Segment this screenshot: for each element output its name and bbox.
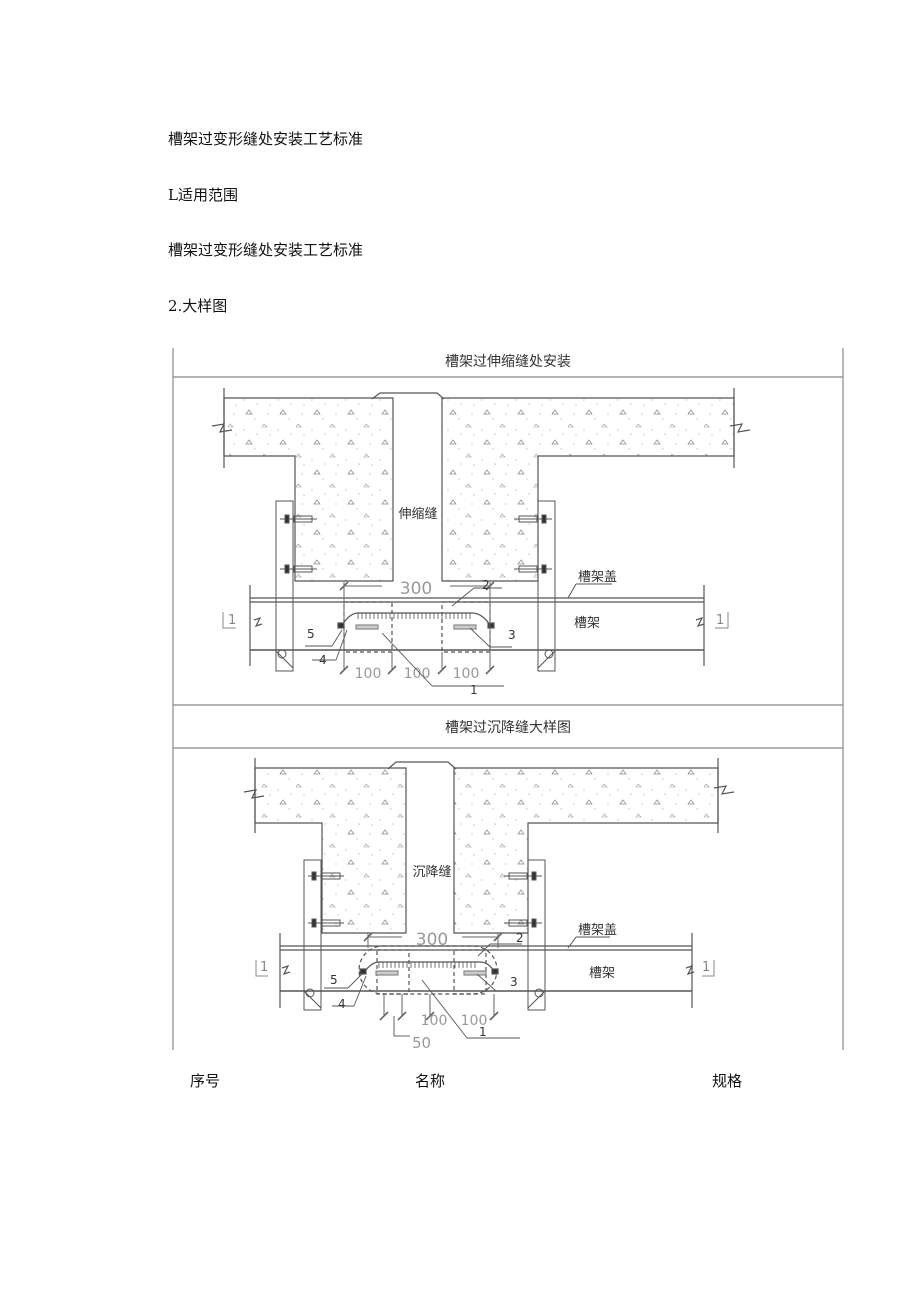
panel2-dim-1: 100 [421, 1013, 448, 1029]
panel1-callout-4: 4 [319, 653, 327, 667]
panel1-title: 槽架过伸缩缝处安装 [445, 354, 571, 370]
panel1-dim-1: 100 [355, 666, 382, 682]
drawing-frame [172, 348, 844, 1050]
panel1-callout-2: 2 [482, 578, 490, 592]
scope-text: 槽架过变形缝处安装工艺标准 [168, 241, 364, 259]
panel1-cover-label: 槽架盖 [578, 570, 617, 585]
panel2-callout-5: 5 [330, 973, 338, 987]
panel2-dim-overall: 300 [416, 930, 448, 950]
panel1-tray-label: 槽架 [574, 616, 600, 631]
panel2-cover-label: 槽架盖 [578, 923, 617, 938]
panel1-callout-5: 5 [307, 627, 315, 641]
panel1-dim-3: 100 [453, 666, 480, 682]
panel1-callout-leaders [305, 587, 512, 687]
panel2-dim-2: 100 [461, 1013, 488, 1029]
panel2-cable-tray [279, 933, 695, 1008]
panel2-section-mark-left: 1 [260, 960, 268, 975]
section-heading-detail: 2.大样图 [168, 297, 228, 315]
section-heading-scope: L适用范围 [168, 186, 238, 204]
panel2-callout-4: 4 [338, 997, 346, 1011]
panel1-joint-label: 伸缩缝 [398, 506, 437, 522]
panel2-brackets [303, 859, 546, 1011]
panel1-cable-tray [249, 585, 705, 666]
panel2-section-mark-right: 1 [702, 960, 710, 975]
panel1-dim-overall: 300 [400, 579, 432, 599]
panel2-concrete [243, 758, 735, 934]
panel2-callout-leaders [324, 943, 522, 1039]
detail-drawing-figure: 槽架过伸缩缝处安装 伸缩缝 [172, 348, 844, 1050]
panel1-dim-2: 100 [404, 666, 431, 682]
panel2-dim-50: 50 [412, 1034, 431, 1050]
panel1-callout-3: 3 [508, 628, 516, 642]
doc-title: 槽架过变形缝处安装工艺标准 [168, 130, 364, 148]
panel2-tray-label: 槽架 [589, 966, 615, 981]
table-header-spec: 规格 [712, 1072, 743, 1090]
panel2-joint-label: 沉降缝 [412, 865, 451, 880]
table-header-name: 名称 [415, 1072, 446, 1090]
panel1-section-mark-left: 1 [228, 613, 236, 628]
panel2-callout-2: 2 [516, 931, 524, 945]
panel2-title: 槽架过沉降缝大样图 [445, 720, 571, 736]
panel2-callout-1: 1 [479, 1025, 487, 1039]
panel2-callout-3: 3 [510, 975, 518, 989]
panel1-brackets [275, 500, 556, 672]
panel1-concrete [211, 388, 751, 582]
panel1-callout-1: 1 [470, 683, 478, 697]
panel2-dimensions [363, 932, 503, 1037]
panel1-section-mark-right: 1 [716, 613, 724, 628]
panel1-dimensions [339, 581, 495, 675]
table-header-index: 序号 [190, 1072, 221, 1090]
